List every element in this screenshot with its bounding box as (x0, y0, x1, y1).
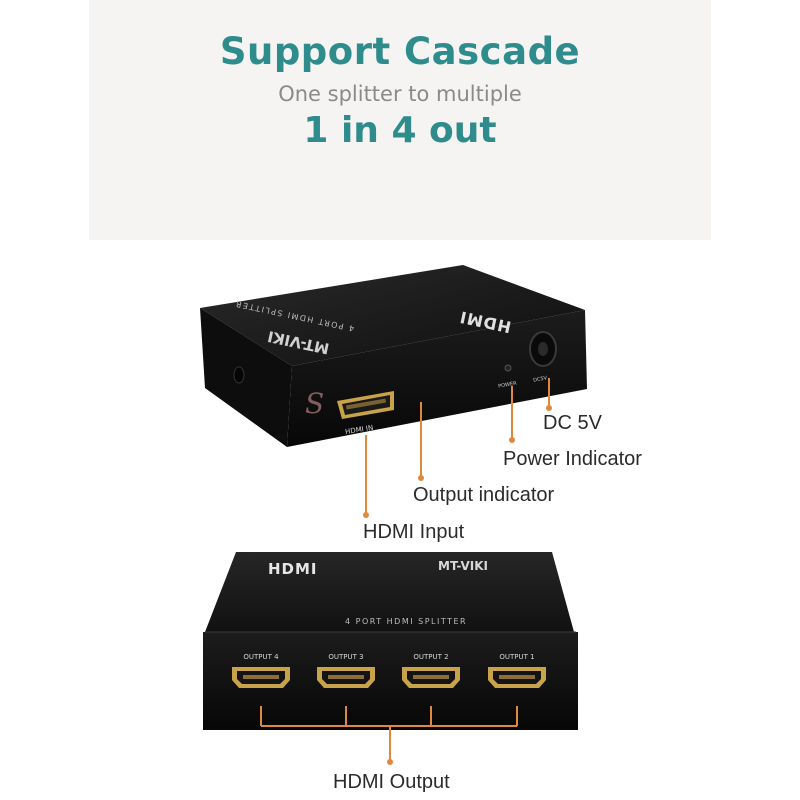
callout-power-indicator: Power Indicator (503, 448, 642, 470)
top-device-hdmi-in-port (337, 391, 394, 419)
top-device-left-side (200, 308, 292, 447)
callout-hdmi-output: HDMI Output (333, 771, 450, 793)
bottom-device-top-face (205, 552, 574, 632)
dc-jack (529, 331, 557, 367)
output-port-label: OUTPUT 1 (499, 653, 534, 661)
top-callout-dots (363, 405, 552, 518)
top-device-power-label: POWER (498, 380, 518, 389)
bottom-device-hdmi-logo: HDMI (268, 560, 318, 578)
banner-background (89, 0, 711, 240)
bottom-splitter-device: HDMI MT-VIKI 4 PORT HDMI SPLITTER OUTPUT… (203, 552, 578, 730)
top-callout-lines (365, 378, 550, 515)
output-port-label: OUTPUT 2 (413, 653, 448, 661)
banner-headline: 1 in 4 out (303, 110, 497, 151)
output-port-label: OUTPUT 3 (328, 653, 363, 661)
bottom-device-model-print: 4 PORT HDMI SPLITTER (345, 617, 467, 626)
bottom-device-brand-print: MT-VIKI (438, 559, 488, 573)
top-device-dc-label: DC5V (533, 375, 548, 383)
hdmi-output-port: OUTPUT 3 (317, 653, 375, 688)
hdmi-output-port: OUTPUT 4 (232, 653, 290, 688)
top-device-side-jack (233, 366, 245, 384)
power-led (504, 364, 512, 372)
banner-subtitle: One splitter to multiple (278, 82, 522, 106)
watermark: S (305, 387, 324, 420)
hdmi-output-port: OUTPUT 2 (402, 653, 460, 688)
banner-title: Support Cascade (219, 30, 581, 73)
top-splitter-device: 4 PORT HDMI SPLITTER MT-VIKI HDMI HDMI I… (200, 265, 587, 447)
output-port-tongue (499, 675, 535, 679)
callout-output-indicator: Output indicator (413, 484, 555, 506)
output-port-label: OUTPUT 4 (243, 653, 279, 661)
callout-dc-5v: DC 5V (543, 412, 602, 434)
bottom-callout-dot (387, 759, 393, 765)
callout-hdmi-input: HDMI Input (363, 521, 465, 543)
top-device-top-face (200, 265, 585, 366)
hdmi-output-port: OUTPUT 1 (488, 653, 546, 688)
output-port-tongue (413, 675, 449, 679)
bottom-callout-bracket (260, 706, 518, 762)
output-port-tongue (328, 675, 364, 679)
output-port-tongue (243, 675, 279, 679)
